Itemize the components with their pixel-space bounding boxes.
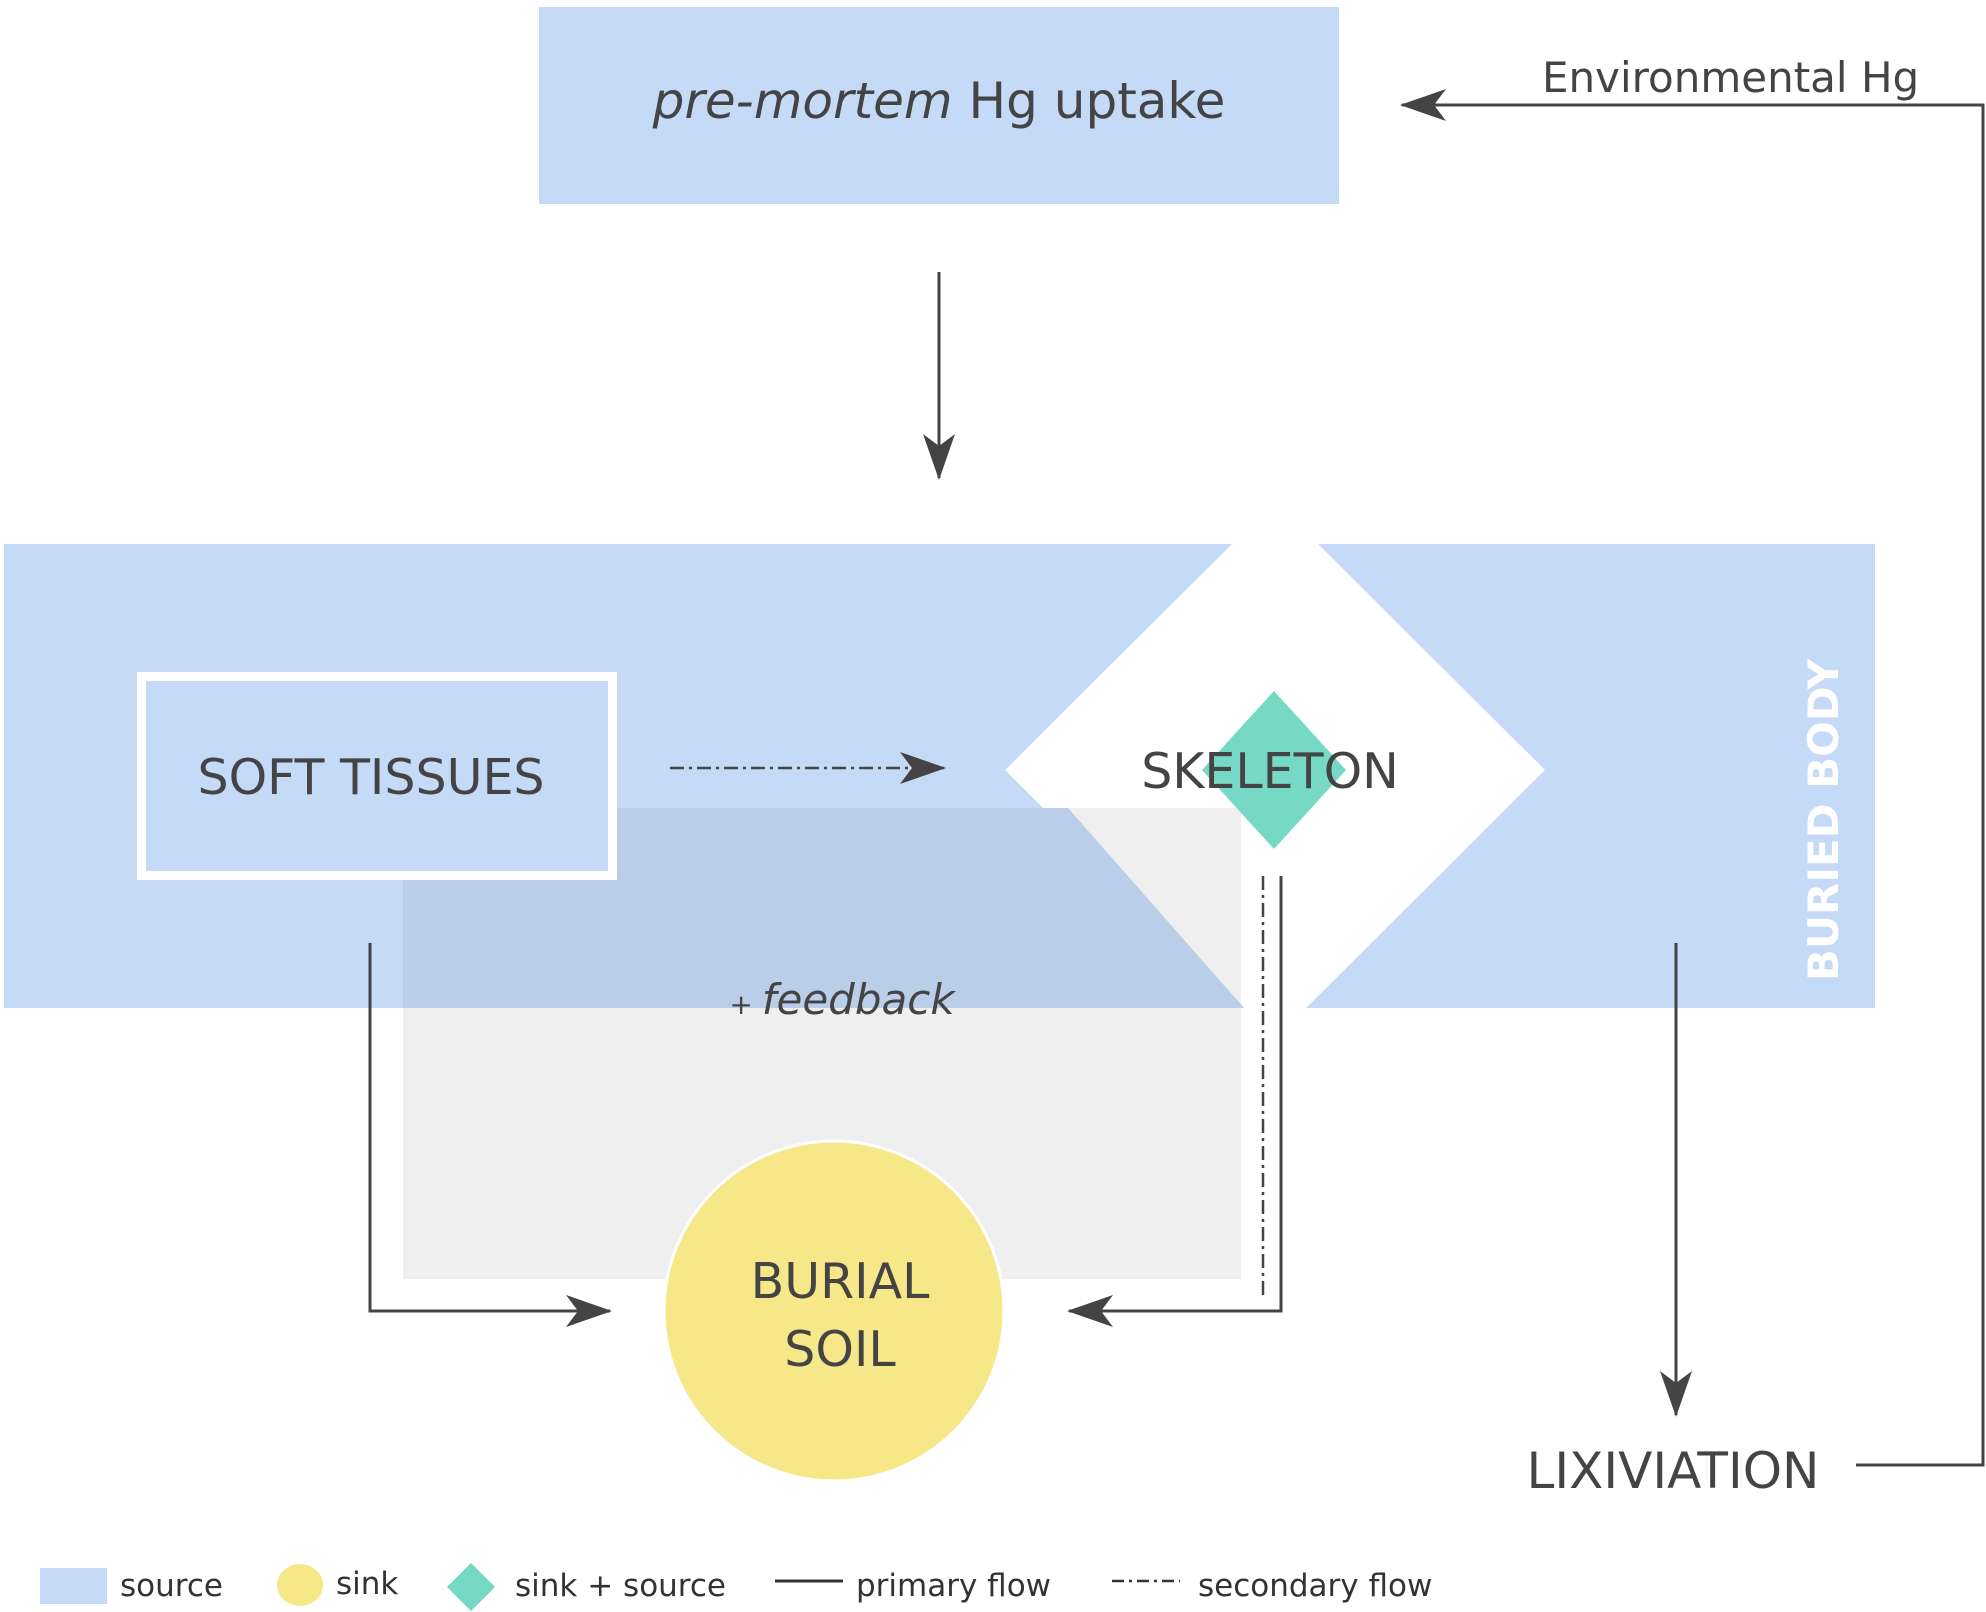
legend-sink-source-swatch [447, 1563, 495, 1611]
uptake-box [539, 7, 1339, 204]
legend: source sink sink + source primary flow s… [40, 1563, 1432, 1611]
arrow-tissues-to-soil [368, 943, 612, 1327]
feedback-word: feedback [762, 975, 957, 1024]
legend-secondary-flow-label: secondary flow [1198, 1568, 1432, 1604]
uptake-label: pre-mortem Hg uptake [652, 72, 1226, 130]
uptake-label-italic: pre-mortem [652, 72, 953, 130]
feedback-plus: + [729, 988, 761, 1021]
legend-sink-source-label: sink + source [515, 1568, 726, 1604]
burial-soil-circle [662, 1139, 1006, 1483]
buried-body-label: BURIED BODY [1799, 658, 1848, 981]
uptake-label-rest: Hg uptake [953, 72, 1226, 130]
arrow-skeleton-to-soil [1067, 876, 1283, 1327]
environmental-hg-label: Environmental Hg [1542, 53, 1919, 102]
skeleton-diamond [1202, 691, 1346, 849]
arrow-lixiviation-to-uptake [1400, 89, 1985, 1467]
legend-sink-swatch [277, 1564, 323, 1606]
legend-source-swatch [40, 1568, 107, 1604]
legend-sink-label: sink [336, 1566, 398, 1602]
skeleton-label: SKELETON [1141, 743, 1399, 800]
burial-soil-label-line2: SOIL [784, 1321, 896, 1378]
soft-tissues-box [137, 672, 617, 880]
feedback-label: + feedback [729, 975, 956, 1024]
legend-primary-flow-label: primary flow [856, 1568, 1051, 1604]
legend-source-label: source [120, 1568, 223, 1604]
soft-tissues-label: SOFT TISSUES [197, 749, 544, 806]
burial-soil-label-line1: BURIAL [751, 1253, 930, 1310]
lixiviation-label: LIXIVIATION [1527, 1442, 1820, 1500]
